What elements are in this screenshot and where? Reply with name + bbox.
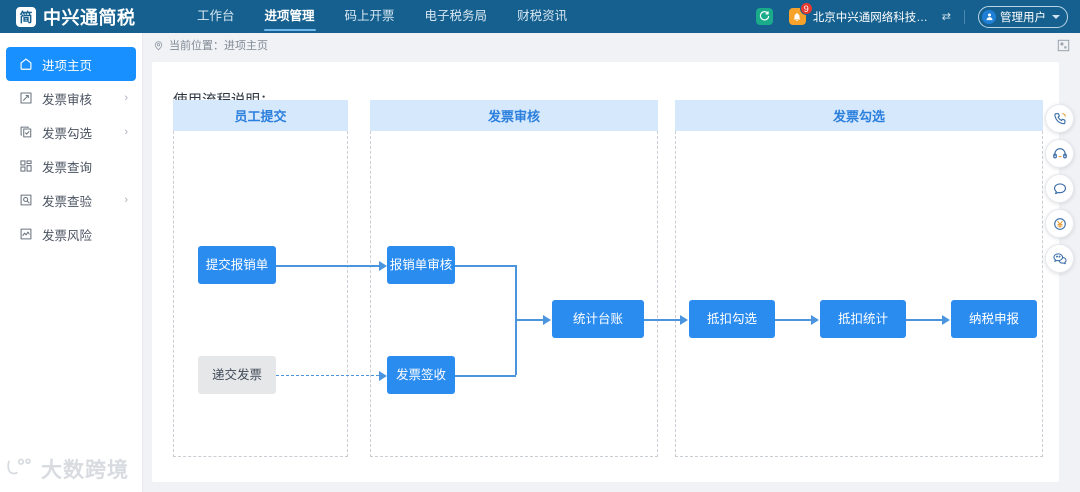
chart-risk-icon xyxy=(18,227,33,242)
connector-stat-to-declare xyxy=(906,319,942,321)
sidebar-item-invoice-risk[interactable]: 发票风险 xyxy=(6,217,136,251)
header-divider xyxy=(964,9,965,24)
node-tax-declare[interactable]: 纳税申报 xyxy=(951,300,1037,338)
swimlane-invoice-selection: 发票勾选 xyxy=(675,100,1043,457)
connector-ledger-to-select xyxy=(644,319,680,321)
sidebar-item-label: 发票风险 xyxy=(42,228,93,243)
nav-item-input-management[interactable]: 进项管理 xyxy=(250,0,330,33)
swimlane-header: 发票审核 xyxy=(370,100,658,131)
rmb-circle-icon[interactable] xyxy=(1045,209,1074,238)
user-name: 管理用户 xyxy=(1000,11,1046,24)
app-logo[interactable]: 简 中兴通简税 xyxy=(0,4,160,30)
node-stat-ledger[interactable]: 统计台账 xyxy=(552,300,644,338)
user-avatar-icon xyxy=(982,9,996,24)
location-pin-icon xyxy=(153,40,164,51)
home-icon xyxy=(18,57,33,72)
sidebar-item-invoice-selection[interactable]: 发票勾选 › xyxy=(6,115,136,149)
swimlane-employee-submit: 员工提交 xyxy=(173,100,348,457)
top-header-bar: 简 中兴通简税 工作台 进项管理 码上开票 电子税务局 财税资讯 xyxy=(0,0,1080,33)
breadcrumb-text: 当前位置：进项主页 xyxy=(169,40,268,52)
swimlane-header: 发票勾选 xyxy=(675,100,1043,131)
sidebar-item-invoice-review[interactable]: 发票审核 › xyxy=(6,81,136,115)
sidebar-item-invoice-verify[interactable]: 发票查验 › xyxy=(6,183,136,217)
chevron-right-icon: › xyxy=(124,194,128,206)
notifications[interactable]: 9 xyxy=(788,2,813,25)
nav-item-etax-bureau[interactable]: 电子税务局 xyxy=(424,9,488,23)
copy-check-icon xyxy=(18,125,33,140)
grid-icon xyxy=(18,159,33,174)
nav-item-workbench[interactable]: 工作台 xyxy=(197,9,235,23)
node-deliver-invoice: 递交发票 xyxy=(198,356,276,394)
refresh-icon[interactable] xyxy=(755,8,773,25)
nav-item-code-invoicing[interactable]: 码上开票 xyxy=(344,9,395,23)
node-deduct-stat[interactable]: 抵扣统计 xyxy=(820,300,906,338)
phone-call-icon[interactable] xyxy=(1045,104,1074,133)
chevron-right-icon: › xyxy=(124,126,128,138)
floating-action-bar xyxy=(1045,104,1074,273)
connector-submit-to-review xyxy=(276,265,379,267)
node-sign-invoice[interactable]: 发票签收 xyxy=(387,356,455,394)
connector-select-to-stat xyxy=(775,319,811,321)
node-submit-expense[interactable]: 提交报销单 xyxy=(198,246,276,284)
swimlane-header: 员工提交 xyxy=(173,100,348,131)
swimlane-invoice-review: 发票审核 xyxy=(370,100,658,457)
arrow-stat-to-declare xyxy=(942,315,950,325)
arrow-deliver-to-sign xyxy=(379,371,387,381)
organization-name[interactable]: 北京中兴通网络科技股... xyxy=(812,11,937,24)
process-flow-diagram: 员工提交 发票审核 发票勾选 xyxy=(173,100,1043,457)
arrow-merge-to-ledger xyxy=(543,315,551,325)
connector-merge-to-ledger xyxy=(515,319,543,321)
arrow-select-to-stat xyxy=(811,315,819,325)
headset-service-icon[interactable] xyxy=(1045,139,1074,168)
sidebar-item-label: 发票查验 xyxy=(42,194,93,209)
main-nav: 工作台 进项管理 码上开票 电子税务局 财税资讯 xyxy=(182,0,582,33)
search-doc-icon xyxy=(18,193,33,208)
chat-bubble-icon[interactable] xyxy=(1045,174,1074,203)
fullscreen-icon[interactable] xyxy=(1056,38,1070,52)
wechat-icon[interactable] xyxy=(1045,244,1074,273)
connector-review-right xyxy=(455,265,516,267)
notification-badge: 9 xyxy=(799,2,813,15)
breadcrumb: 当前位置：进项主页 xyxy=(143,33,1080,57)
logo-text: 中兴通简税 xyxy=(43,7,136,28)
node-deduct-select[interactable]: 抵扣勾选 xyxy=(689,300,775,338)
logo-mark-icon: 简 xyxy=(16,6,36,27)
arrow-ledger-to-select xyxy=(680,315,688,325)
sidebar-item-label: 发票查询 xyxy=(42,160,93,175)
sidebar-item-label: 发票审核 xyxy=(42,92,93,107)
user-menu[interactable]: 管理用户 xyxy=(978,5,1068,28)
sidebar-item-invoice-query[interactable]: 发票查询 xyxy=(6,149,136,183)
sidebar-item-label: 进项主页 xyxy=(42,58,93,73)
edit-square-icon xyxy=(18,91,33,106)
sidebar-item-label: 发票勾选 xyxy=(42,126,93,141)
sidebar-item-input-home[interactable]: 进项主页 xyxy=(6,47,136,81)
nav-item-tax-news[interactable]: 财税资讯 xyxy=(517,9,568,23)
connector-sign-right xyxy=(455,375,516,377)
node-review-expense[interactable]: 报销单审核 xyxy=(387,246,455,284)
arrow-submit-to-review xyxy=(379,261,387,271)
swap-icon[interactable]: ⇄ xyxy=(941,11,951,23)
sidebar: 进项主页 发票审核 › 发票勾选 › xyxy=(0,33,143,492)
chevron-right-icon: › xyxy=(124,92,128,104)
content-card: 使用流程说明： 员工提交 发票审核 发票勾选 xyxy=(152,62,1059,482)
top-header-actions: 9 北京中兴通网络科技股... ⇄ 管理用户 xyxy=(755,0,1080,33)
connector-deliver-to-sign xyxy=(276,375,379,376)
chevron-down-icon xyxy=(1052,14,1060,19)
